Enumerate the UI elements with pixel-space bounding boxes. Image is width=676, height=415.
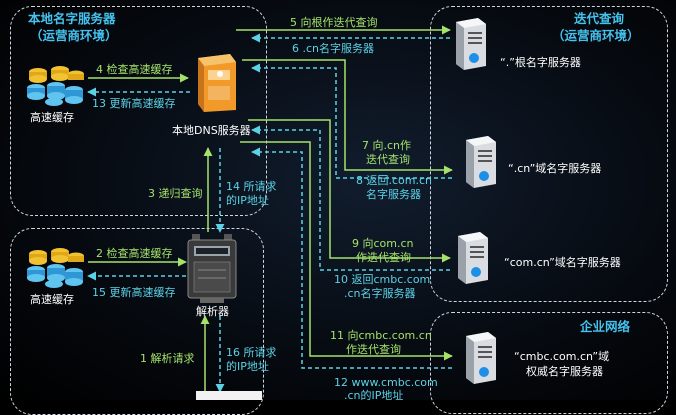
client-device-edge xyxy=(196,391,262,400)
step-10-label-2: .cn名字服务器 xyxy=(344,287,416,300)
iterative-region xyxy=(430,6,668,302)
step-10-label: 10 返回cmbc.com xyxy=(334,273,431,286)
step-15-label: 15 更新高速缓存 xyxy=(92,286,176,299)
step-16-label-2: 的IP地址 xyxy=(226,360,269,373)
cache-stack-icon xyxy=(27,66,84,106)
step-9-label: 9 向com.cn xyxy=(352,237,414,250)
comcn-server-label: “com.cn”域名字服务器 xyxy=(504,256,621,269)
cmbc-server-label-2: 权威名字服务器 xyxy=(526,365,603,378)
arrow-7 xyxy=(242,59,453,175)
arrow-11 xyxy=(240,141,453,361)
server-tower-icon xyxy=(466,136,496,188)
local-dns-region xyxy=(10,6,267,216)
step-11-label: 11 向cmbc.com.cn xyxy=(330,329,432,342)
enterprise-title: 企业网络 xyxy=(580,319,631,334)
local-dns-label: 本地DNS服务器 xyxy=(172,124,251,137)
root-server-label: “.”根名字服务器 xyxy=(500,56,581,69)
step-8-label-2: 名字服务器 xyxy=(366,188,421,201)
arrow-8 xyxy=(251,63,452,179)
resolver-meter-icon xyxy=(187,234,237,303)
connector-layer xyxy=(87,25,453,393)
local-dns-title: 本地名字服务器 xyxy=(28,11,116,26)
cmbc-server-label-1: “cmbc.com.cn”域 xyxy=(514,350,610,363)
local-dns-server-icon xyxy=(198,54,236,112)
step-16-label: 16 所请求 xyxy=(226,346,277,359)
server-tower-icon xyxy=(458,232,488,284)
step-5-label: 5 向根作迭代查询 xyxy=(290,16,378,29)
cache-stack-icon xyxy=(27,248,84,288)
arrow-9 xyxy=(248,119,451,263)
step-8-label: 8 返回.com.cn xyxy=(356,174,433,187)
step-12-label: 12 www.cmbc.com xyxy=(334,376,438,389)
step-6-label: 6 .cn名字服务器 xyxy=(292,42,375,55)
step-1-label: 1 解析请求 xyxy=(140,352,195,365)
iterative-subtitle: （运营商环境） xyxy=(552,28,640,43)
step-11-label-2: 作迭代查询 xyxy=(346,343,401,356)
server-tower-icon xyxy=(466,332,496,384)
step-9-label-2: 作迭代查询 xyxy=(356,251,411,264)
step-7-label: 7 向.cn作 xyxy=(362,139,412,152)
server-tower-icon xyxy=(456,18,486,70)
cache-bottom-label: 高速缓存 xyxy=(30,293,74,306)
step-2-label: 2 检查高速缓存 xyxy=(96,247,173,260)
cn-server-label: “.cn”域名字服务器 xyxy=(508,162,602,175)
step-14-label: 14 所请求 xyxy=(226,180,277,193)
resolver-label: 解析器 xyxy=(196,305,229,318)
step-7-label-2: 迭代查询 xyxy=(366,153,410,166)
local-dns-subtitle: （运营商环境） xyxy=(30,28,118,43)
step-14-label-2: 的IP地址 xyxy=(226,194,269,207)
arrow-10 xyxy=(251,125,450,271)
step-13-label: 13 更新高速缓存 xyxy=(92,97,176,110)
step-3-label: 3 递归查询 xyxy=(148,187,203,200)
iterative-title: 迭代查询 xyxy=(574,11,625,26)
cache-top-label: 高速缓存 xyxy=(30,111,74,124)
step-12-label-2: .cn的IP地址 xyxy=(344,389,404,402)
step-4-label: 4 检查高速缓存 xyxy=(96,63,173,76)
